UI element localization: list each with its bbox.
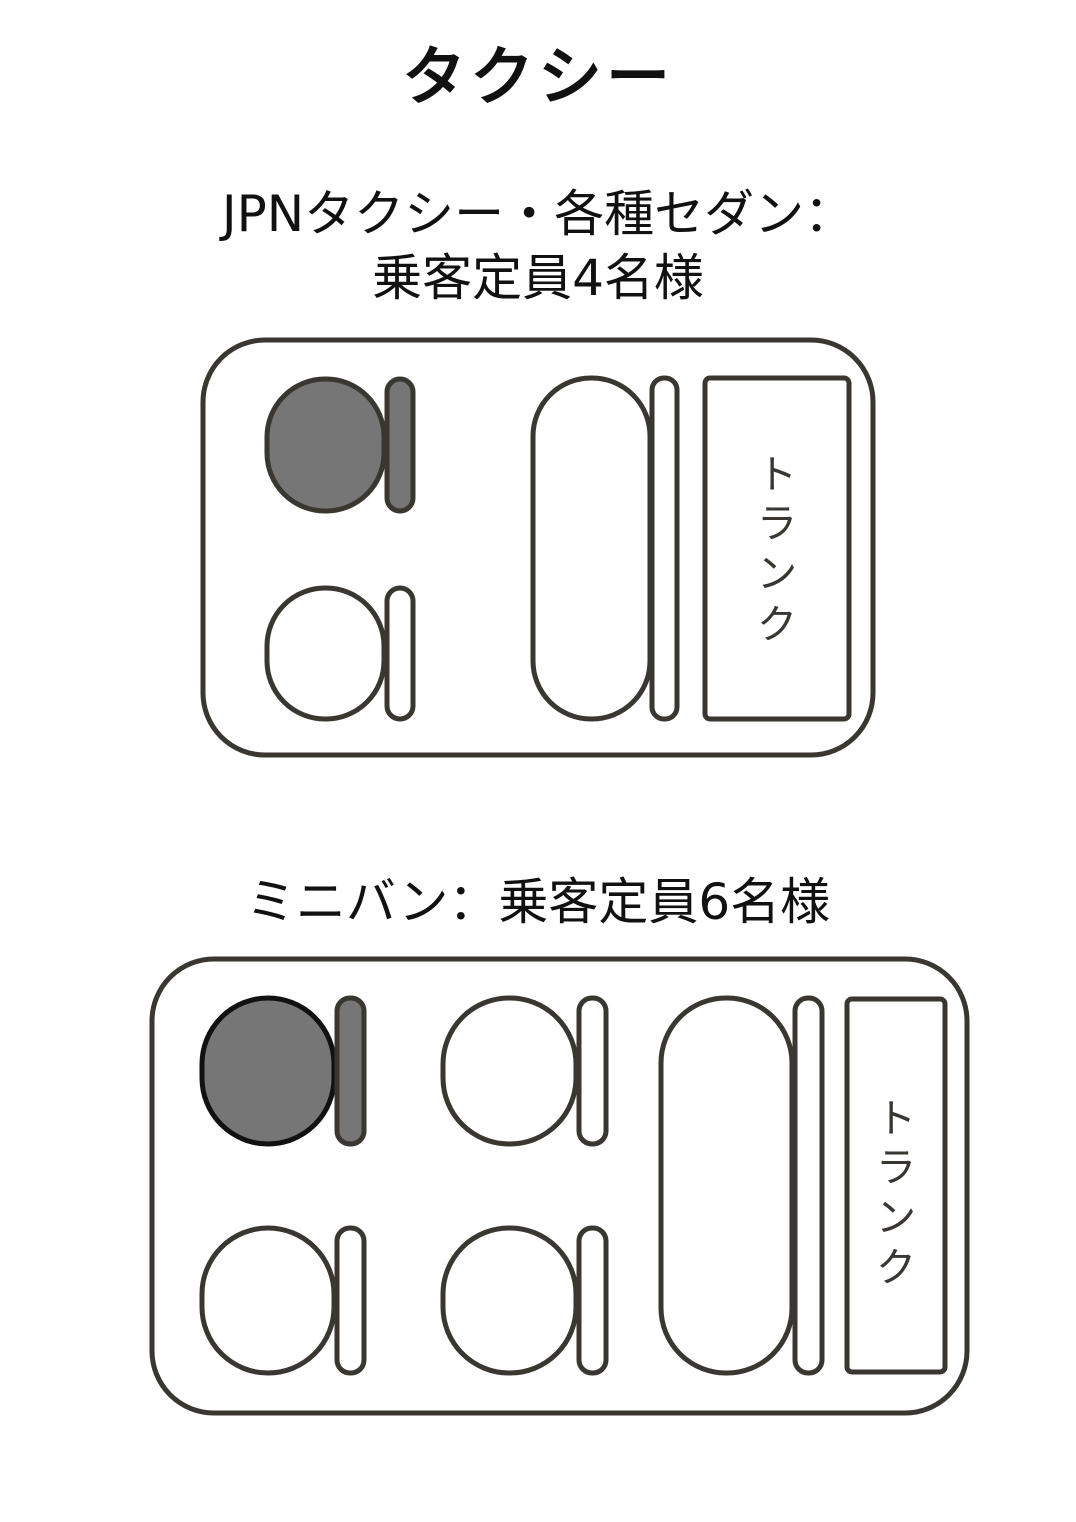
minivan-row2-top-backrest-icon — [576, 995, 609, 1147]
minivan-heading: ミニバン：乗客定員6名様 — [245, 873, 831, 931]
sedan-body-outline — [200, 337, 876, 758]
minivan-trunk-label: ト ラ ン ク — [876, 1096, 916, 1291]
minivan-row2-top-seat-icon — [440, 995, 579, 1147]
svg-text:ン: ン — [757, 551, 797, 597]
minivan-row1-bottom-backrest-icon — [334, 1225, 367, 1376]
minivan-row2-bottom-backrest-icon — [576, 1225, 609, 1376]
minivan-bench-seat-icon — [658, 995, 795, 1376]
svg-text:ク: ク — [757, 602, 797, 648]
svg-text:ク: ク — [876, 1245, 916, 1291]
minivan-bench-backrest-icon — [792, 995, 825, 1376]
svg-text:ト: ト — [876, 1096, 916, 1142]
sedan-heading: JPNタクシー・各種セダン： 乗客定員4名様 — [0, 182, 1076, 310]
sedan-driver-seat-icon — [264, 376, 387, 514]
sedan-rear-left-seat-icon — [264, 585, 387, 722]
sedan-driver-backrest-icon — [384, 376, 416, 514]
minivan-body-outline — [149, 956, 970, 1416]
sedan-bench-seat-icon — [530, 375, 653, 722]
minivan-trunk — [844, 996, 948, 1375]
sedan-trunk-label: ト ラ ン ク — [757, 452, 797, 648]
svg-text:ン: ン — [876, 1195, 916, 1241]
minivan-diagram — [149, 956, 970, 1416]
minivan-row2-bottom-seat-icon — [440, 1225, 579, 1376]
svg-text:ト: ト — [757, 452, 797, 498]
sedan-heading-line1: JPNタクシー・各種セダン： — [221, 185, 855, 243]
page-title: タクシー — [402, 41, 674, 115]
sedan-heading-line2: 乗客定員4名様 — [372, 249, 704, 307]
svg-text:ラ: ラ — [757, 501, 797, 547]
sedan-bench-backrest-icon — [649, 375, 680, 722]
sedan-rear-left-backrest-icon — [384, 585, 416, 722]
minivan-driver-seat-icon — [199, 995, 337, 1147]
minivan-row1-bottom-seat-icon — [199, 1225, 337, 1376]
sedan-trunk — [702, 375, 852, 722]
minivan-driver-backrest-icon — [334, 995, 367, 1147]
svg-text:ラ: ラ — [876, 1145, 916, 1191]
